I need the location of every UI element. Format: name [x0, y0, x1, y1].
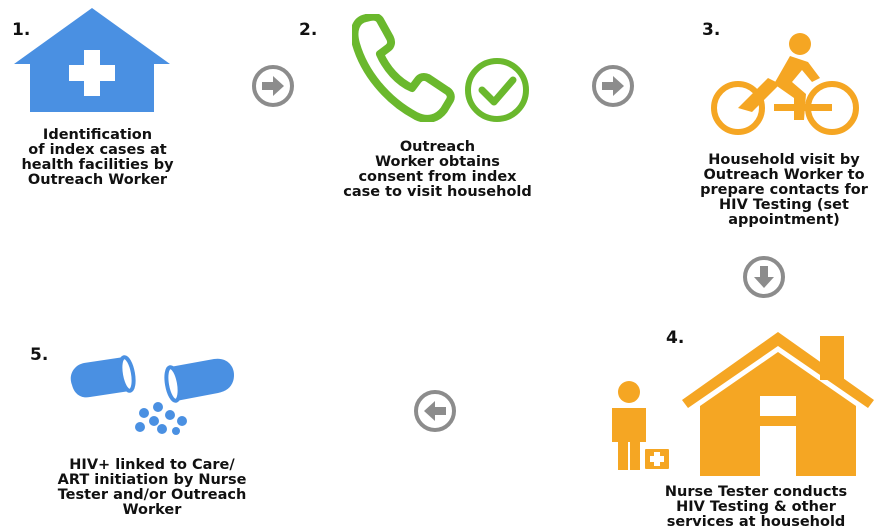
phone-check-icon — [352, 14, 530, 122]
arrow-right-icon — [590, 63, 636, 109]
step-1-caption: Identification of index cases at health … — [21, 127, 174, 188]
capsule-icon — [66, 355, 246, 437]
arrow-right-icon — [250, 63, 296, 109]
step-3-caption: Household visit by Outreach Worker to pr… — [700, 152, 868, 228]
step-2-number: 2. — [299, 20, 318, 40]
step-4-caption: Nurse Tester conducts HIV Testing & othe… — [664, 484, 848, 530]
cyclist-icon — [708, 32, 864, 138]
arrow-left-icon — [412, 388, 458, 434]
step-4-number: 4. — [666, 328, 685, 348]
house-nurse-icon — [600, 330, 874, 476]
step-1-number: 1. — [12, 20, 31, 40]
arrow-down-icon — [741, 254, 787, 300]
step-5-caption: HIV+ linked to Care/ ART initiation by N… — [57, 457, 247, 518]
step-3-number: 3. — [702, 20, 721, 40]
step-2-caption: Outreach Worker obtains consent from ind… — [343, 139, 532, 200]
hospital-icon — [14, 8, 170, 112]
step-5-number: 5. — [30, 345, 49, 365]
